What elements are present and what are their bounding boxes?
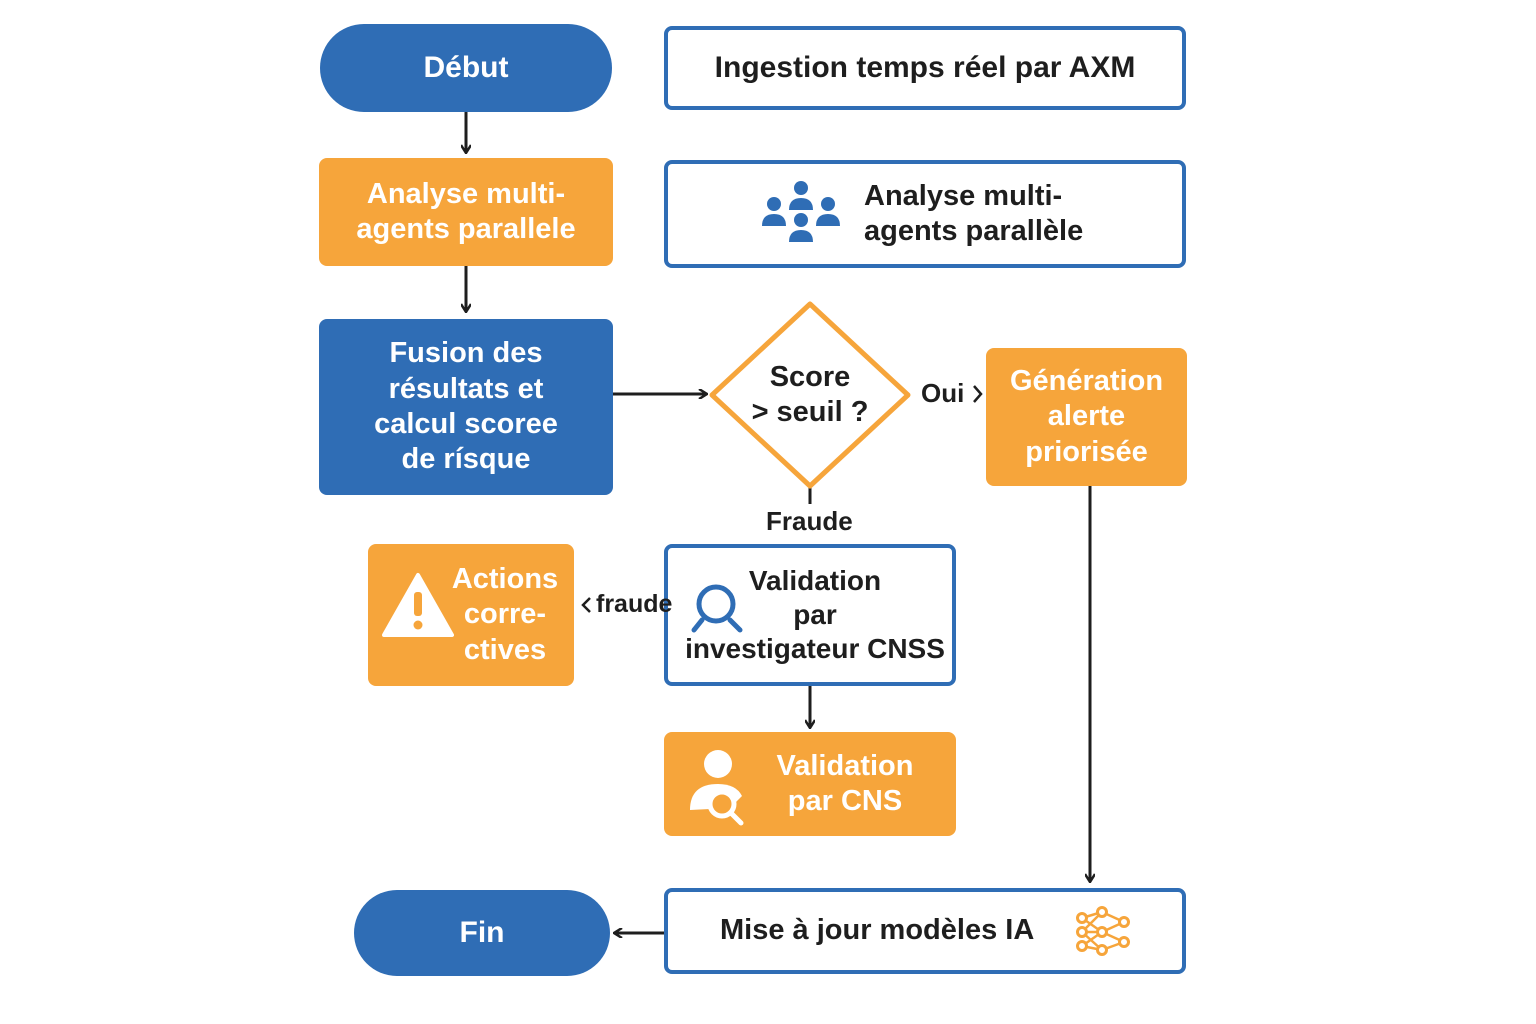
start-label: Début [423, 50, 509, 84]
update-label: Mise à jour modèles IA [720, 914, 1035, 947]
investigator-label: Validation par investigateur CNSS [685, 564, 945, 665]
actions-label: Actions corre- ctives [451, 562, 559, 666]
investigator-node: Validation par investigateur CNSS [664, 544, 956, 686]
analysis-node-left: Analyse multi- agents parallele [319, 158, 613, 266]
chevron-fraude [581, 597, 591, 613]
end-node: Fin [354, 890, 610, 976]
alert-label: Génération alerte priorisée [1009, 364, 1164, 468]
decision-label: Score > seuil ? [751, 360, 869, 428]
analysis-right-label: Analyse multi- agents parallèle [864, 179, 1084, 247]
edge-label-fraud-down: Fraude [766, 506, 853, 536]
fusion-label: Fusion des résultats et calcul scoree de… [374, 337, 558, 476]
neural-network-icon [1076, 906, 1130, 956]
analysis-left-label: Analyse multi- agents parallele [356, 177, 576, 245]
analysis-node-right: Analyse multi- agents parallèle [664, 160, 1186, 268]
magnifier-icon [691, 584, 743, 633]
ingestion-label: Ingestion temps réel par AXM [714, 50, 1136, 84]
edge-label-fraud-left: fraude [596, 590, 673, 618]
people-group-icon [762, 181, 840, 242]
edge-label-yes: Oui [921, 378, 965, 408]
cns-label: Validation par CNS [776, 749, 914, 817]
ingestion-node: Ingestion temps réel par AXM [664, 26, 1186, 110]
cns-node: Validation par CNS [664, 732, 956, 836]
end-label: Fin [459, 915, 505, 949]
user-search-icon [690, 750, 744, 826]
alert-node: Génération alerte priorisée [986, 348, 1187, 486]
chevron-oui [973, 385, 983, 403]
start-node: Début [320, 24, 612, 112]
decision-node: Score > seuil ? [708, 300, 912, 490]
warning-icon [382, 573, 454, 637]
fusion-node: Fusion des résultats et calcul scoree de… [319, 319, 613, 495]
decision-diamond [709, 301, 911, 489]
